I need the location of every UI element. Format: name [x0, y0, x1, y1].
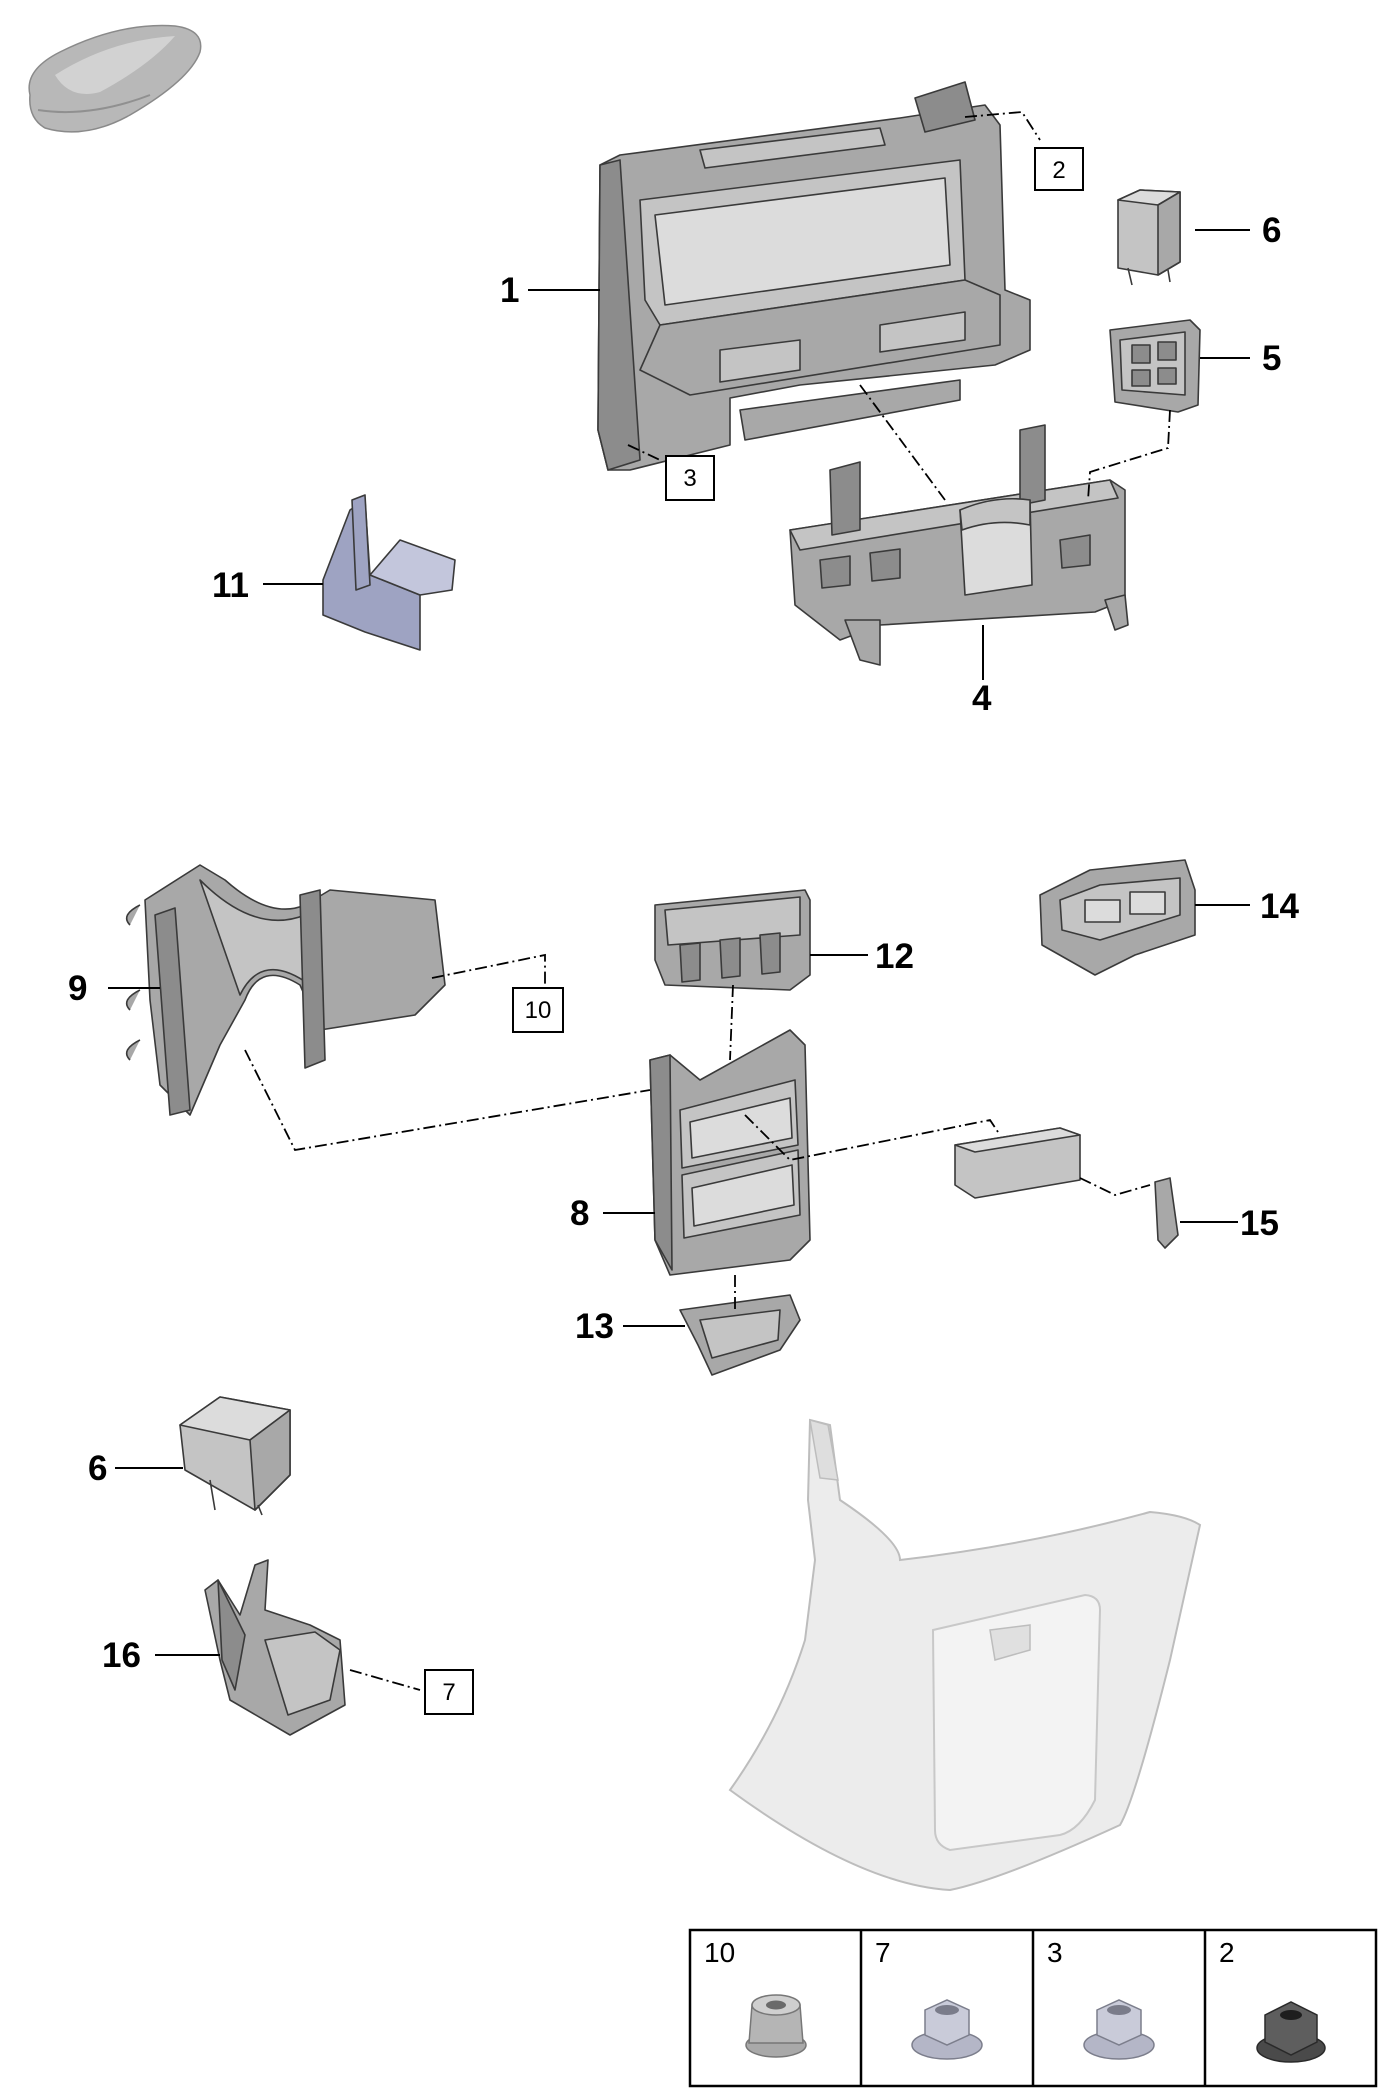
- assembly-lines: [244, 111, 1171, 1691]
- part-9-holder: [125, 864, 446, 1116]
- callout-4: 4: [972, 679, 992, 718]
- part-5-relay-socket: [1109, 319, 1201, 413]
- hex-nut-with-washer-icon: [911, 1999, 983, 2060]
- reference-boxes: 2 3 10 7: [424, 147, 1084, 1715]
- part-13-clip: [679, 1294, 801, 1376]
- legend-cell-3: 3: [1047, 1937, 1155, 2060]
- fastener-legend: 10 7 3 2: [688, 1928, 1378, 2088]
- part-15-fuse-clip: [954, 1127, 1179, 1249]
- legend-label-4: 2: [1219, 1937, 1235, 1968]
- leader-lines: [108, 229, 1250, 1656]
- part-11-bracket: [322, 494, 456, 651]
- flange-nut-icon: [745, 1994, 807, 2058]
- part-6-relay-top: [1117, 189, 1181, 286]
- callout-15: 15: [1240, 1204, 1279, 1243]
- part-1-bracket: [597, 81, 1031, 471]
- callout-9: 9: [68, 969, 87, 1008]
- part-6-relay-lower: [179, 1396, 291, 1516]
- callout-numbers: 1 6 5 4 11 9 12 14 8 13 15 6 16: [68, 211, 1299, 1675]
- hex-nut-with-washer-icon: [1083, 1999, 1155, 2060]
- legend-cell-1: 10: [704, 1937, 807, 2058]
- part-16-holder: [204, 1559, 346, 1736]
- part-4-fuse-carrier: [789, 424, 1129, 666]
- ref-box-3: 3: [683, 465, 696, 492]
- callout-1: 1: [500, 271, 519, 310]
- callout-13: 13: [575, 1307, 614, 1346]
- part-12-connector: [654, 889, 811, 991]
- flange-nut-dark-icon: [1256, 2001, 1326, 2063]
- callout-12: 12: [875, 937, 914, 976]
- callout-6-top: 6: [1262, 211, 1281, 250]
- legend-cell-4: 2: [1219, 1937, 1326, 2063]
- callout-8: 8: [570, 1194, 589, 1233]
- ref-box-10: 10: [525, 997, 552, 1024]
- callout-6-lower: 6: [88, 1449, 107, 1488]
- legend-label-1: 10: [704, 1937, 735, 1968]
- legend-label-2: 7: [875, 1937, 891, 1968]
- vehicle-silhouette-icon: [28, 24, 202, 133]
- ref-box-7: 7: [442, 1679, 455, 1706]
- part-8-fuse-box: [649, 1029, 811, 1276]
- callout-5: 5: [1262, 339, 1281, 378]
- legend-cell-2: 7: [875, 1937, 983, 2060]
- callout-11: 11: [212, 566, 249, 605]
- part-14-frame: [1039, 859, 1196, 976]
- trim-cover: [728, 1418, 1202, 1892]
- callout-14: 14: [1260, 887, 1299, 926]
- ref-box-2: 2: [1052, 157, 1065, 184]
- callout-16: 16: [102, 1636, 141, 1675]
- legend-label-3: 3: [1047, 1937, 1063, 1968]
